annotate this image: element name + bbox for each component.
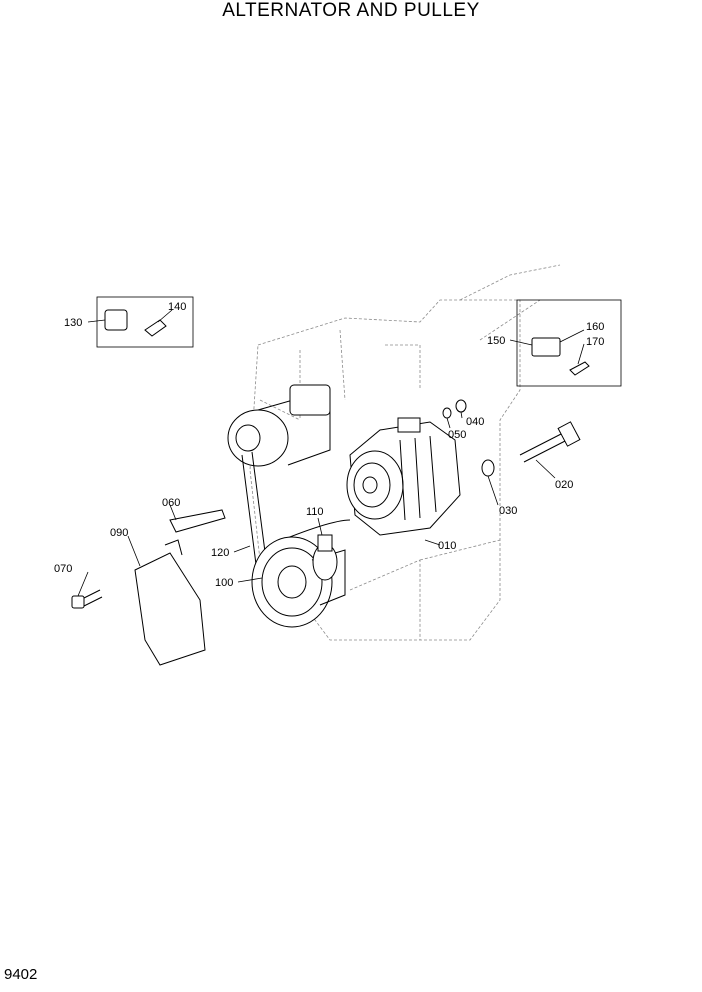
- callout-070: 070: [54, 563, 72, 575]
- bolt-070: [71, 589, 103, 609]
- callout-150: 150: [487, 335, 505, 347]
- bolt-020: [519, 421, 581, 463]
- connector-160: [531, 337, 561, 357]
- cover-090: [134, 552, 206, 666]
- terminal-140: [144, 319, 167, 337]
- crank-pulley: [251, 536, 346, 628]
- callout-140: 140: [168, 301, 186, 313]
- callout-010: 010: [438, 540, 456, 552]
- callout-130: 130: [64, 317, 82, 329]
- terminal-170: [569, 361, 590, 376]
- callout-110: 110: [306, 506, 324, 518]
- washer-030: [481, 459, 495, 477]
- callout-030: 030: [499, 505, 517, 517]
- callout-120: 120: [211, 547, 229, 559]
- connector-130: [104, 309, 128, 331]
- callout-020: 020: [555, 479, 573, 491]
- callout-090: 090: [110, 527, 128, 539]
- callout-050: 050: [448, 429, 466, 441]
- inset-box-connector-130: [96, 296, 194, 348]
- callout-labels: 010 020 030 040 050 060 070 090 100 110 …: [54, 301, 604, 589]
- leader-lines: [77, 309, 585, 597]
- callout-060: 060: [162, 497, 180, 509]
- callout-100: 100: [215, 577, 233, 589]
- inset-box-connector-150: [516, 299, 622, 387]
- spacer-110: [312, 534, 338, 581]
- upper-pulley: [227, 384, 331, 467]
- callout-160: 160: [586, 321, 604, 333]
- callout-040: 040: [466, 416, 484, 428]
- adjusting-bar-060: [169, 509, 226, 533]
- page-title: ALTERNATOR AND PULLEY: [222, 0, 480, 21]
- alternator: [346, 417, 461, 536]
- nut-040: [455, 399, 467, 413]
- page-number: 9402: [4, 966, 38, 983]
- washer-050: [442, 407, 452, 419]
- callout-170: 170: [586, 336, 604, 348]
